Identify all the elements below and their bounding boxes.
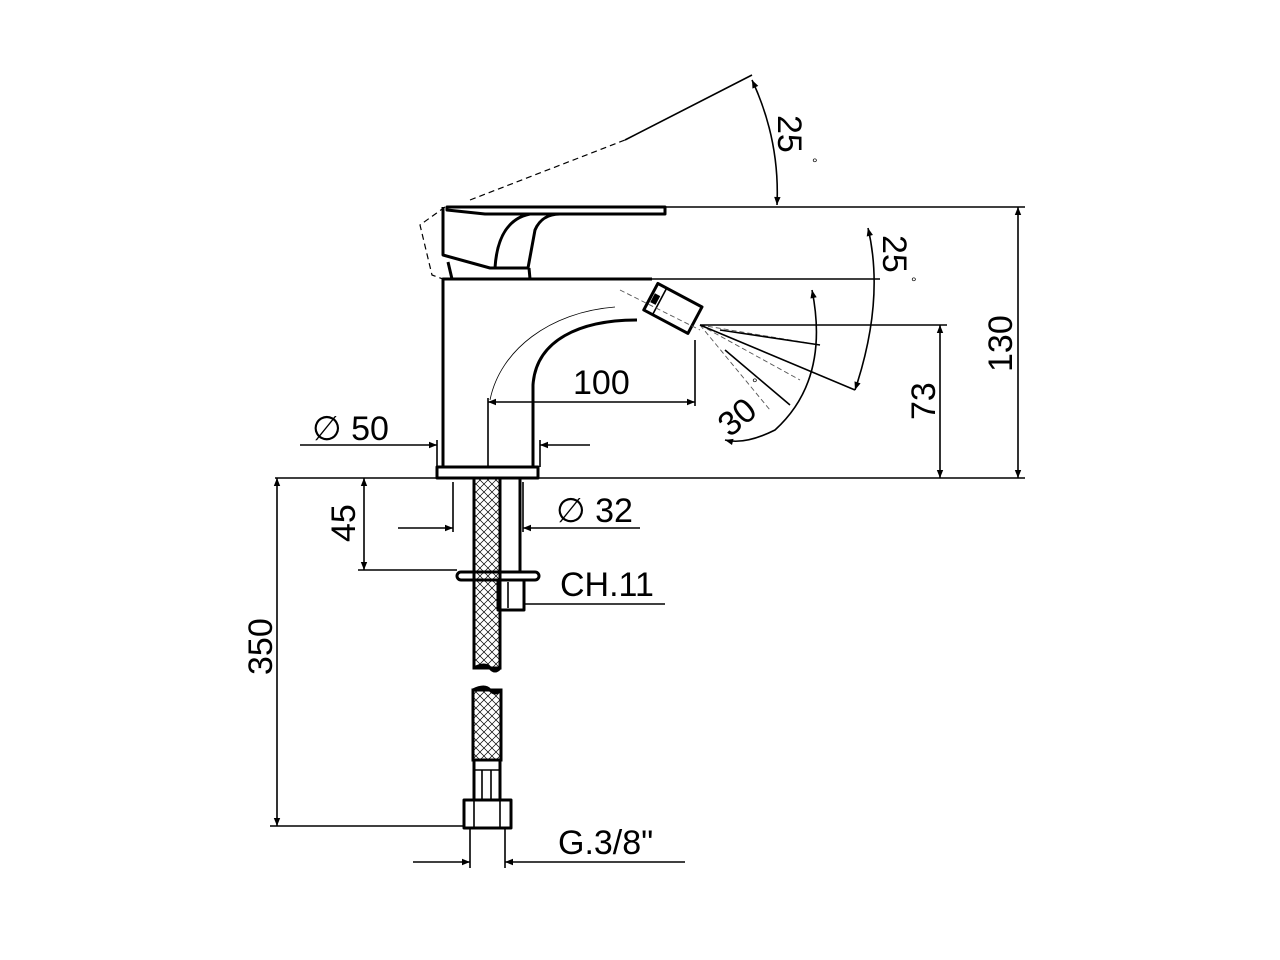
spray-angle-label: 25	[875, 235, 913, 273]
spray-lines	[619, 289, 821, 411]
hose-fitting	[472, 758, 502, 802]
lever-angle-label: 25	[770, 115, 808, 153]
degree-symbol: °	[752, 375, 758, 391]
thread-label: G.3/8"	[558, 824, 653, 862]
degree-symbol: °	[812, 155, 818, 171]
degree-symbol: °	[911, 274, 917, 290]
hose-length-label: 350	[242, 618, 280, 675]
outlet-height-label: 73	[905, 382, 943, 420]
spout-reach-label: 100	[573, 364, 630, 402]
flexible-hose-lower	[471, 688, 503, 762]
base-plate	[435, 465, 540, 480]
deck-thickness-label: 45	[325, 504, 363, 542]
total-height-label: 130	[982, 315, 1020, 372]
nut-wrench-label: CH.11	[560, 566, 654, 604]
aerator	[642, 281, 704, 335]
jet-angle-label: 30	[711, 391, 764, 444]
nut	[496, 578, 526, 612]
raised-lever-outline	[419, 139, 626, 280]
shank	[498, 478, 522, 610]
shank-diameter-label: ∅ 32	[556, 492, 633, 530]
lever-handle	[441, 205, 667, 280]
base-diameter-label: ∅ 50	[312, 410, 389, 448]
hose-connector-nut	[462, 798, 513, 830]
